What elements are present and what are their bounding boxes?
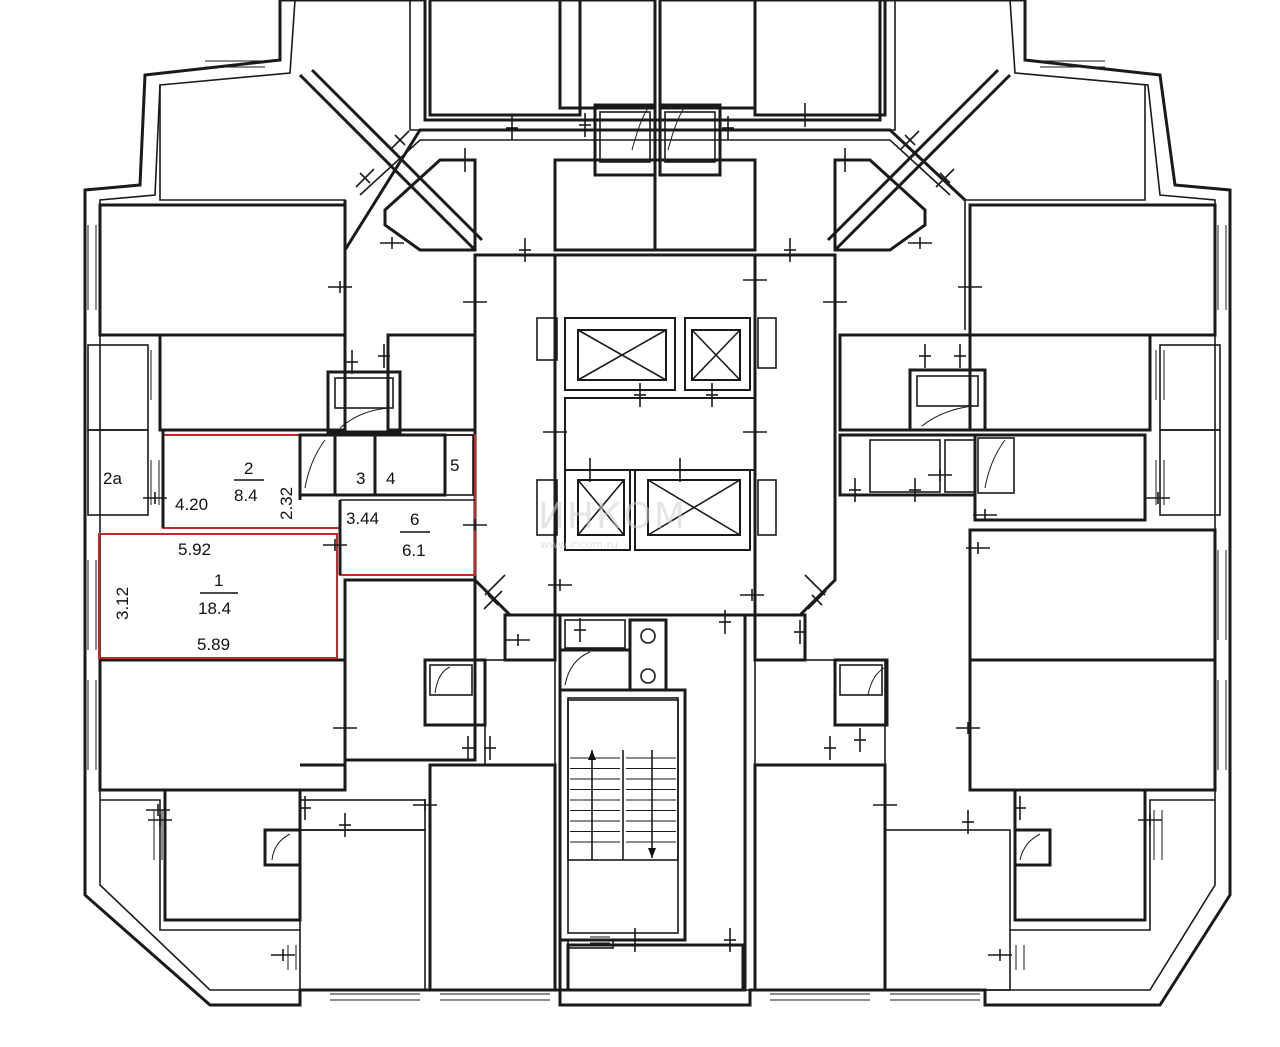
room-1-area: 18.4 (198, 599, 231, 618)
upper-rooms (159, 0, 1146, 330)
highlighted-apartment (98, 430, 476, 659)
room-2-number: 2 (244, 459, 253, 478)
room-labels: 2а 2 8.4 4.20 2.32 3 4 5 3.44 6 6.1 5.92… (103, 456, 459, 654)
room-5-number: 5 (450, 456, 459, 475)
elevator-core: ИНКОМ www.incom.ru (473, 253, 837, 617)
door-tick (939, 172, 951, 184)
room-3-number: 3 (356, 469, 365, 488)
room-1-number: 1 (214, 571, 223, 590)
room-2-width: 4.20 (175, 495, 208, 514)
door-tick (904, 134, 916, 146)
room-2-area: 8.4 (234, 486, 258, 505)
left-wing (87, 203, 477, 991)
room-6-dimension: 3.44 (346, 509, 379, 528)
windows (87, 60, 1227, 1001)
door-tick (811, 594, 823, 606)
stair-core (558, 613, 747, 992)
room-4-number: 4 (386, 469, 395, 488)
room-1-width-top: 5.92 (178, 540, 211, 559)
watermark-url: www.incom.ru (540, 538, 618, 551)
apartment-outline-room-1 (98, 533, 338, 659)
room-6-number: 6 (410, 510, 419, 529)
room-1-width-bottom: 5.89 (197, 635, 230, 654)
room-2-depth: 2.32 (277, 487, 296, 520)
door-tick (394, 134, 406, 146)
room-6-area: 6.1 (402, 541, 426, 560)
right-wing (754, 203, 1221, 991)
door-tick (487, 594, 499, 606)
watermark-logo: ИНКОМ (538, 496, 687, 537)
room-2a-number: 2а (103, 469, 122, 488)
door-tick (359, 172, 371, 184)
room-1-depth: 3.12 (113, 587, 132, 620)
door-ticks (143, 103, 1170, 961)
lower-corridor (300, 578, 887, 992)
outer-walls (83, 0, 1232, 1007)
